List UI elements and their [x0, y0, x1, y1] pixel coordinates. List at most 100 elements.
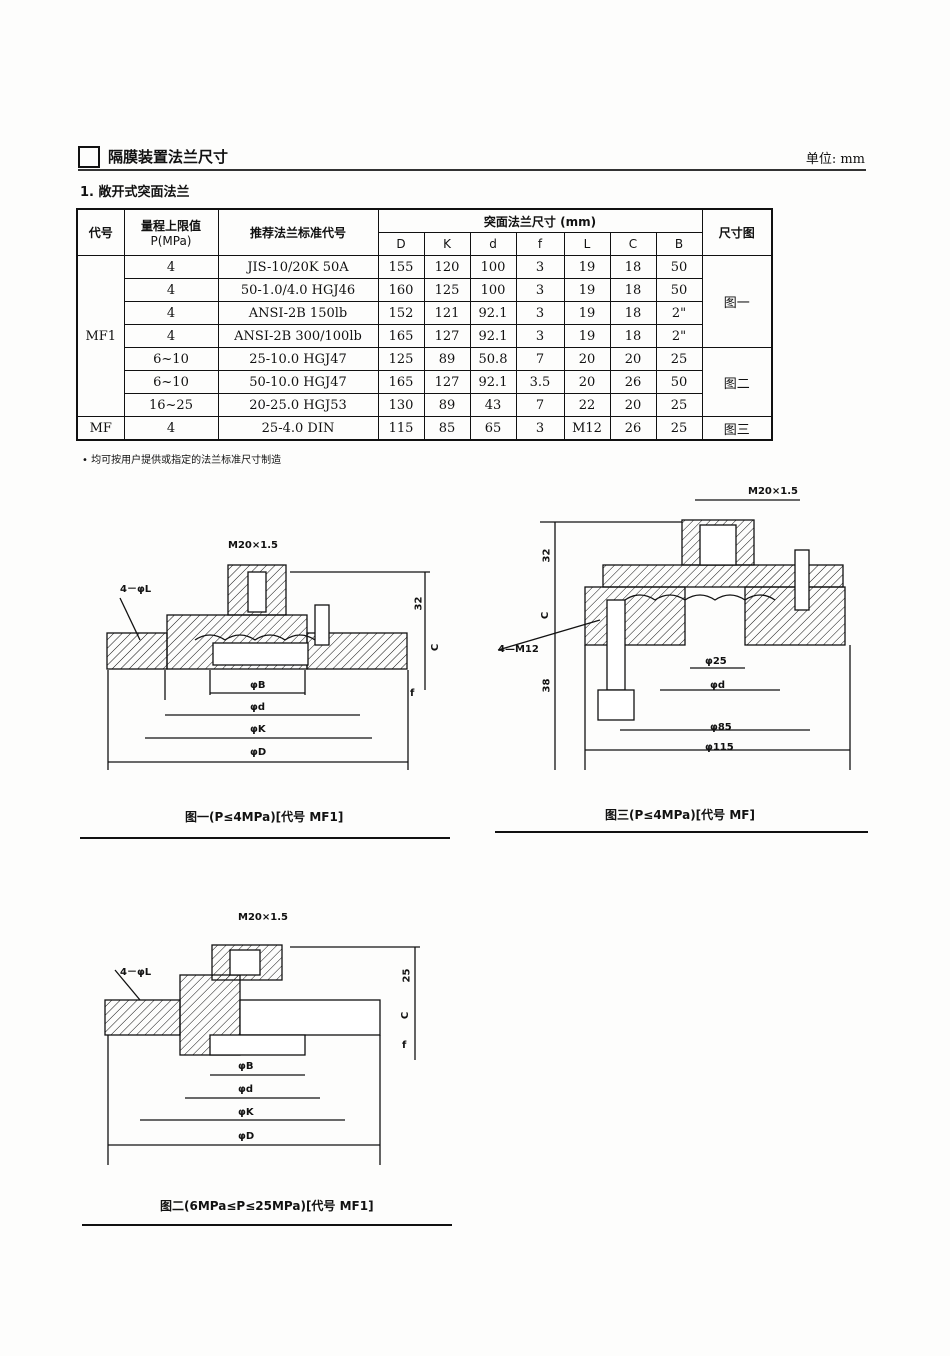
cell-dim-C: 18 — [609, 324, 657, 348]
col-standard: 推荐法兰标准代号 — [217, 208, 379, 256]
fig2-K-label: φK — [238, 1107, 254, 1118]
cell-dim-K: 85 — [423, 416, 471, 441]
checkbox-square-icon — [78, 146, 100, 168]
col-code: 代号 — [76, 208, 125, 256]
unit-label: 单位: mm — [805, 152, 865, 167]
table-note: • 均可按用户提供或指定的法兰标准尺寸制造 — [82, 455, 282, 466]
cell-dim-K: 120 — [423, 255, 471, 279]
cell-dim-C: 18 — [609, 255, 657, 279]
cell-range: 4 — [123, 416, 219, 441]
cell-standard: 50-10.0 HGJ47 — [217, 370, 379, 394]
cell-dim-f: 3 — [515, 416, 565, 441]
cell-dim-K: 89 — [423, 347, 471, 371]
cell-dim-f: 3 — [515, 301, 565, 325]
fig1-c-label: C — [430, 643, 442, 652]
cell-standard: ANSI-2B 300/100lb — [217, 324, 379, 348]
fig2-B-label: φB — [238, 1061, 254, 1072]
fig2-holes-label: 4－φL — [120, 967, 152, 978]
fig1-height-label: 32 — [413, 596, 425, 611]
page-title: 隔膜装置法兰尺寸 — [108, 148, 229, 166]
cell-dim-f: 3 — [515, 255, 565, 279]
fig2-caption: 图二(6MPa≤P≤25MPa)[代号 MF1] — [160, 1199, 374, 1213]
cell-dim-d: 43 — [469, 393, 517, 417]
fig2-d-label: φd — [238, 1084, 253, 1095]
cell-dim-K: 89 — [423, 393, 471, 417]
cell-standard: 25-4.0 DIN — [217, 416, 379, 441]
cell-dim-d: 92.1 — [469, 324, 517, 348]
fig2-f-label: f — [402, 1040, 407, 1051]
cell-dim-C: 26 — [609, 416, 657, 441]
col-B: B — [655, 232, 703, 256]
fig1-d-label: φd — [250, 702, 265, 713]
cell-figure: 图三 — [701, 416, 773, 441]
fig3-38-label: 38 — [541, 678, 553, 693]
cell-dim-d: 92.1 — [469, 301, 517, 325]
fig3-d85-label: φ85 — [710, 722, 732, 733]
cell-dim-D: 152 — [377, 301, 425, 325]
cell-dim-f: 3.5 — [515, 370, 565, 394]
cell-dim-L: 19 — [563, 301, 611, 325]
fig2-thread-label: M20×1.5 — [238, 912, 288, 923]
fig1-D-label: φD — [250, 747, 267, 758]
cell-dim-B: 25 — [655, 393, 703, 417]
cell-figure: 图二 — [701, 347, 773, 417]
cell-range: 4 — [123, 278, 219, 302]
cell-figure: 图一 — [701, 255, 773, 348]
cell-dim-B: 2" — [655, 324, 703, 348]
cell-dim-d: 50.8 — [469, 347, 517, 371]
fig1-B-label: φB — [250, 680, 266, 691]
cell-dim-L: 20 — [563, 347, 611, 371]
cell-dim-L: 22 — [563, 393, 611, 417]
fig1-caption: 图一(P≤4MPa)[代号 MF1] — [185, 810, 344, 824]
cell-dim-d: 100 — [469, 278, 517, 302]
cell-dim-C: 20 — [609, 393, 657, 417]
cell-dim-B: 50 — [655, 255, 703, 279]
fig3-d-label: φd — [710, 680, 725, 691]
fig1-K-label: φK — [250, 724, 266, 735]
cell-dim-f: 7 — [515, 347, 565, 371]
cell-dim-d: 65 — [469, 416, 517, 441]
cell-code: MF1 — [76, 255, 125, 417]
cell-dim-D: 130 — [377, 393, 425, 417]
col-dims-group: 突面法兰尺寸 (mm) — [377, 208, 703, 233]
fig1-holes-label: 4－φL — [120, 584, 152, 595]
cell-dim-L: 19 — [563, 278, 611, 302]
cell-dim-d: 100 — [469, 255, 517, 279]
cell-dim-d: 92.1 — [469, 370, 517, 394]
section-title: 1. 敞开式突面法兰 — [80, 185, 190, 200]
cell-dim-f: 3 — [515, 324, 565, 348]
cell-dim-B: 50 — [655, 278, 703, 302]
fig2-height-label: 25 — [401, 968, 413, 983]
fig3-c-label: C — [540, 611, 552, 620]
fig2-D-label: φD — [238, 1131, 255, 1142]
cell-dim-f: 7 — [515, 393, 565, 417]
fig3-d25-label: φ25 — [705, 656, 727, 667]
title-divider — [78, 169, 866, 171]
fig2-c-label: C — [400, 1011, 412, 1020]
col-f: f — [515, 232, 565, 256]
fig3-thread-label: M20×1.5 — [748, 486, 798, 497]
fig3-bolts-label: 4—M12 — [498, 644, 539, 655]
fig1-f-label: f — [410, 688, 415, 699]
col-figure: 尺寸图 — [701, 208, 773, 256]
table-subheader-row: D K d f L C B — [77, 232, 772, 256]
col-D: D — [377, 232, 425, 256]
cell-dim-B: 2" — [655, 301, 703, 325]
figure-1-drawing — [80, 564, 450, 839]
figure-3-drawing — [495, 499, 868, 833]
cell-dim-C: 20 — [609, 347, 657, 371]
cell-dim-B: 50 — [655, 370, 703, 394]
